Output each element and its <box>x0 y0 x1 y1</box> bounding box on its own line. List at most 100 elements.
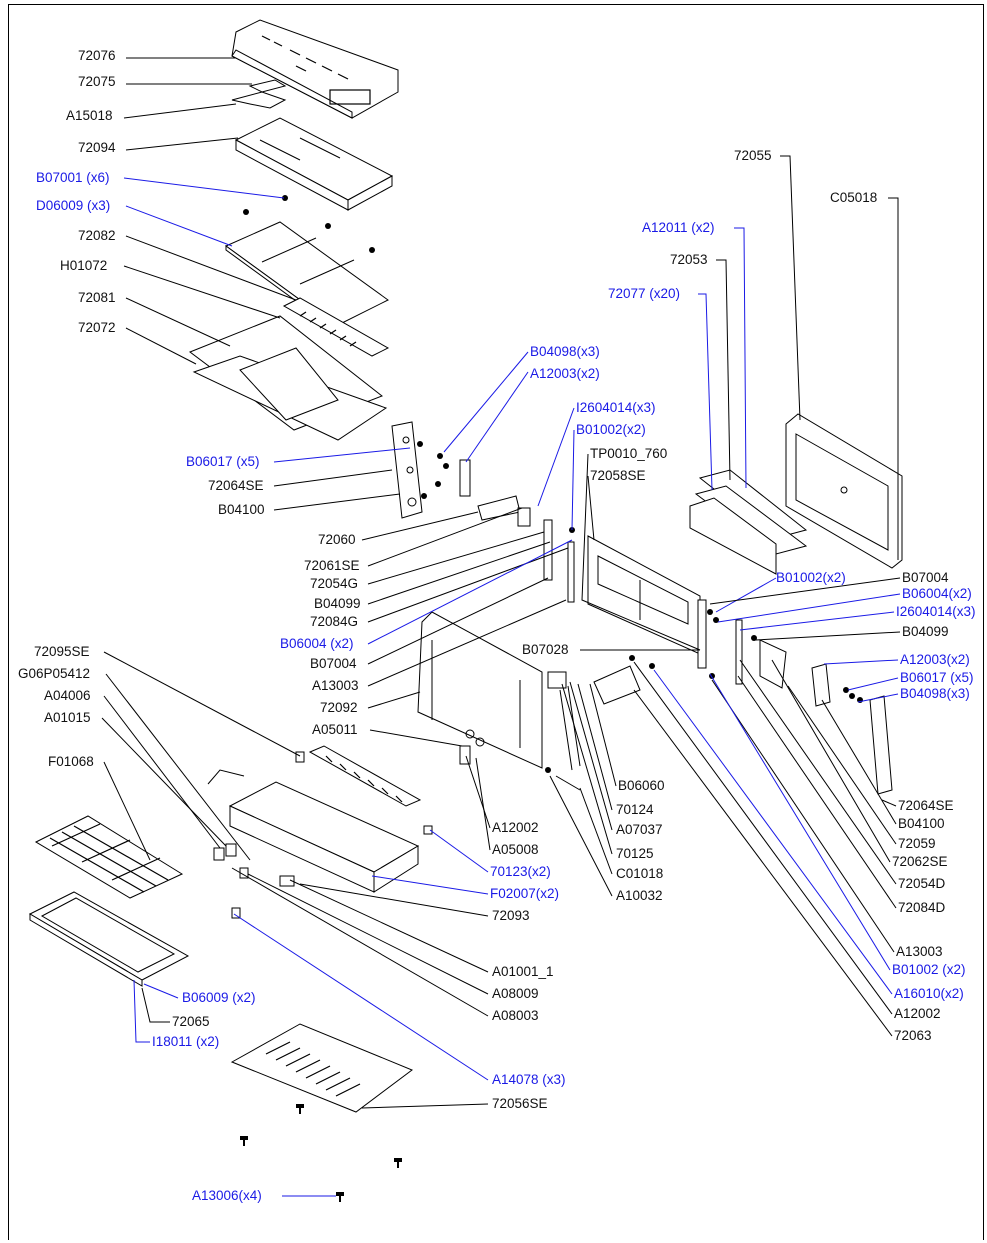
leader-line <box>371 875 489 895</box>
part-label: B07004 <box>902 570 949 585</box>
part-label: C01018 <box>616 866 663 881</box>
part-label: 72062SE <box>892 854 948 869</box>
leader-line <box>561 683 613 855</box>
part-label: B04098(x3) <box>900 686 970 701</box>
part-label: 72082 <box>78 228 116 243</box>
leader-line <box>739 611 895 631</box>
part-label: I18011 (x2) <box>152 1034 219 1049</box>
part-label: 72084G <box>310 614 358 629</box>
part-label: B07028 <box>522 642 569 657</box>
part-top-cover <box>231 19 399 119</box>
part-label: B04099 <box>314 596 361 611</box>
part-label: A01001_1 <box>492 964 554 979</box>
part-label: 72059 <box>898 836 936 851</box>
part-crumb-tray <box>28 891 190 987</box>
leader-line <box>273 469 393 487</box>
leader-line <box>367 507 523 567</box>
leader-line <box>715 577 777 613</box>
part-label: B06004 (x2) <box>280 636 354 651</box>
part-label: A15018 <box>66 108 113 123</box>
leader-line <box>233 913 489 1081</box>
part-label: 72076 <box>78 48 116 63</box>
part-label: 72095SE <box>34 644 90 659</box>
leader-line <box>737 675 897 909</box>
part-label: 72054G <box>310 576 358 591</box>
leader-line <box>367 577 549 665</box>
leader-line <box>571 429 575 531</box>
leader-line <box>367 531 545 585</box>
part-label: 72060 <box>318 532 356 547</box>
leader-line <box>780 155 801 421</box>
leader-line <box>716 259 731 481</box>
part-label: G06P05412 <box>18 666 90 681</box>
part-tray <box>234 117 394 211</box>
leader-line <box>475 757 491 851</box>
leader-line <box>289 879 489 973</box>
leader-line <box>823 659 899 665</box>
part-label: I2604014(x3) <box>896 604 976 619</box>
leader-line <box>734 227 747 489</box>
leader-line <box>633 689 893 1037</box>
leader-line <box>125 327 197 365</box>
part-label: 72081 <box>78 290 116 305</box>
part-label: 72056SE <box>492 1096 548 1111</box>
part-side-bracket-left <box>391 421 427 519</box>
leader-line <box>755 631 901 641</box>
part-label: F02007(x2) <box>490 886 559 901</box>
leader-line <box>123 103 237 119</box>
leader-line <box>103 761 151 861</box>
part-label: B01002(x2) <box>776 570 846 585</box>
part-label: 70124 <box>616 802 654 817</box>
part-label: 72053 <box>670 252 708 267</box>
leader-line <box>125 137 239 151</box>
part-label: A05011 <box>312 722 358 737</box>
part-label: B06017 (x5) <box>900 670 974 685</box>
part-door-frame <box>587 535 701 655</box>
diagram-frame <box>8 4 984 1240</box>
leader-line <box>367 541 551 605</box>
leader-line <box>429 829 489 873</box>
part-label: D06009 (x3) <box>36 198 110 213</box>
part-label: A05008 <box>492 842 539 857</box>
part-label: B04100 <box>218 502 265 517</box>
leader-line <box>579 787 613 875</box>
leader-line <box>698 293 713 491</box>
part-rails-right <box>689 469 808 575</box>
leader-line <box>367 539 573 645</box>
part-crumb-housing <box>207 769 420 893</box>
leader-line <box>123 265 281 319</box>
part-label: F01068 <box>48 754 94 769</box>
part-label: 72064SE <box>898 798 954 813</box>
part-label: B07004 <box>310 656 357 671</box>
leader-line <box>299 883 489 917</box>
part-label: A10032 <box>616 888 663 903</box>
leader-line <box>717 593 901 623</box>
part-rail-left <box>543 519 553 581</box>
leader-line <box>709 673 891 971</box>
part-label: 72054D <box>898 876 946 891</box>
part-label: 72063 <box>894 1028 932 1043</box>
leader-line <box>369 729 463 747</box>
part-label: 72064SE <box>208 478 264 493</box>
leader-line <box>711 679 895 953</box>
leader-line <box>821 699 897 825</box>
part-label: 72093 <box>492 908 530 923</box>
leader-line <box>103 695 221 849</box>
part-heater-rod <box>282 297 390 357</box>
part-label: B01002 (x2) <box>892 962 966 977</box>
part-grid-rack <box>34 815 184 899</box>
part-label: A12002 <box>492 820 539 835</box>
part-label: H01072 <box>60 258 107 273</box>
leader-line <box>847 677 899 691</box>
leader-lines <box>101 57 901 1197</box>
leader-line <box>361 1103 489 1109</box>
part-label: A13003 <box>896 944 943 959</box>
leader-line <box>653 669 893 995</box>
part-bottom-panel <box>230 1023 414 1113</box>
leader-line <box>581 453 701 651</box>
part-label: B01002(x2) <box>576 422 646 437</box>
leader-line <box>587 475 595 541</box>
part-label: A12002 <box>894 1006 941 1021</box>
part-side-bracket-right <box>869 695 893 795</box>
leader-line <box>273 447 411 463</box>
